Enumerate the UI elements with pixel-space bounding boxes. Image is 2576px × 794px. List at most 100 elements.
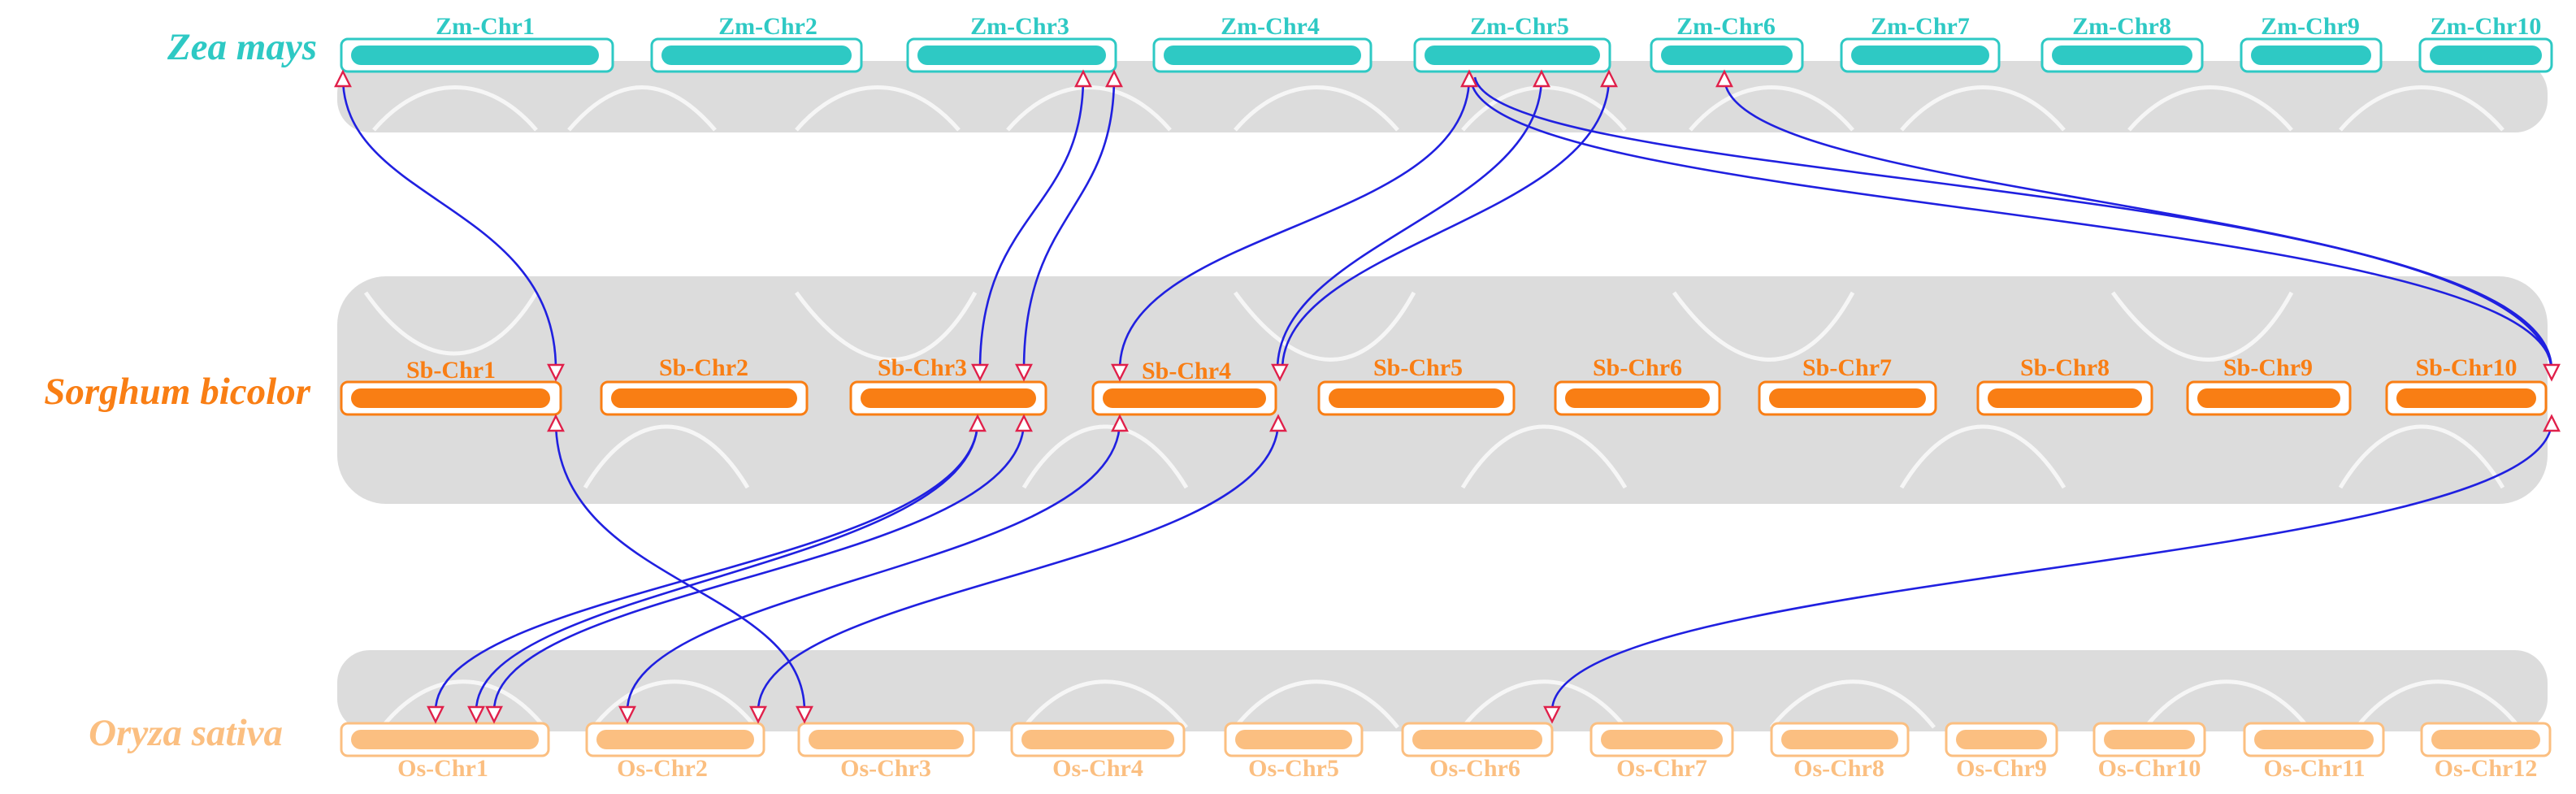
chromosome-label: Zm-Chr8 — [2072, 13, 2171, 40]
gene-marker[interactable] — [1600, 69, 1618, 88]
link-sb-chr4-os-chr2-b[interactable] — [757, 420, 1280, 712]
chromosome-sb-chr3[interactable]: Sb-Chr3 — [849, 354, 1047, 416]
chromosome-os-chr10[interactable]: Os-Chr10 — [2092, 722, 2206, 782]
gene-marker[interactable] — [1111, 363, 1129, 382]
chromosome-sb-chr6[interactable]: Sb-Chr6 — [1554, 354, 1721, 416]
link-zm-chr5-sb-chr10-b[interactable] — [1473, 76, 2553, 371]
chromosome-os-chr4[interactable]: Os-Chr4 — [1010, 722, 1186, 782]
gene-marker[interactable] — [1543, 705, 1561, 724]
link-zm-chr5-sb-chr10-a[interactable] — [1469, 76, 2553, 371]
chromosome-os-chr12[interactable]: Os-Chr12 — [2420, 722, 2552, 782]
chromosome-zm-chr7[interactable]: Zm-Chr7 — [1840, 13, 2001, 73]
chromosome-os-chr11[interactable]: Os-Chr11 — [2243, 722, 2385, 782]
gene-marker[interactable] — [334, 69, 352, 88]
chromosome-label: Sb-Chr5 — [1373, 354, 1463, 381]
gene-marker[interactable] — [2543, 414, 2561, 432]
chromosome-zm-chr5[interactable]: Zm-Chr5 — [1413, 13, 1611, 73]
chromosome-zm-chr8[interactable]: Zm-Chr8 — [2040, 13, 2204, 73]
chromosome-os-chr2[interactable]: Os-Chr2 — [585, 722, 765, 782]
link-zm-chr6-sb-chr10[interactable] — [1723, 76, 2553, 371]
chromosome-label: Zm-Chr9 — [2261, 13, 2360, 40]
chromosome-label: Os-Chr6 — [1429, 755, 1520, 782]
chromosome-os-chr5[interactable]: Os-Chr5 — [1224, 722, 1364, 782]
sorghum-band-texture — [363, 291, 2505, 489]
chromosome-label: Os-Chr11 — [2263, 755, 2365, 782]
gene-marker[interactable] — [1460, 69, 1478, 88]
chromosome-zm-chr1[interactable]: Zm-Chr1 — [340, 13, 614, 73]
chromosome-label: Sb-Chr2 — [659, 354, 748, 381]
chromosome-os-chr3[interactable]: Os-Chr3 — [797, 722, 975, 782]
link-sb-chr3-os-chr1-c[interactable] — [492, 420, 1026, 712]
link-zm-chr1-sb-chr1[interactable] — [341, 76, 557, 371]
gene-marker[interactable] — [547, 414, 565, 432]
gene-marker[interactable] — [1271, 363, 1289, 382]
chromosome-label: Sb-Chr7 — [1802, 354, 1892, 381]
chromosome-sb-chr2[interactable]: Sb-Chr2 — [600, 354, 809, 416]
gene-marker[interactable] — [1105, 69, 1123, 88]
chromosome-label: Zm-Chr3 — [970, 13, 1069, 40]
gene-marker[interactable] — [971, 363, 989, 382]
link-sb-chr4-os-chr2-a[interactable] — [626, 420, 1121, 712]
gene-marker[interactable] — [796, 705, 813, 724]
chromosome-label: Sb-Chr8 — [2020, 354, 2110, 381]
oryza-chromosome-track: Os-Chr1 Os-Chr2 Os-Chr3 Os-Chr4 Os-Chr5 … — [340, 722, 2552, 782]
chromosome-sb-chr5[interactable]: Sb-Chr5 — [1317, 354, 1516, 416]
gene-marker[interactable] — [547, 363, 565, 382]
chromosome-label: Zm-Chr10 — [2431, 13, 2542, 40]
gene-marker[interactable] — [467, 705, 485, 724]
gene-markers — [334, 69, 2561, 724]
chromosome-zm-chr6[interactable]: Zm-Chr6 — [1650, 13, 1804, 73]
chromosome-zm-chr3[interactable]: Zm-Chr3 — [906, 13, 1117, 73]
chromosome-os-chr8[interactable]: Os-Chr8 — [1770, 722, 1910, 782]
gene-marker[interactable] — [1269, 414, 1287, 432]
gene-marker[interactable] — [1015, 414, 1033, 432]
chromosome-os-chr1[interactable]: Os-Chr1 — [340, 722, 550, 782]
species-label-sorghum: Sorghum bicolor — [44, 371, 310, 413]
link-sb-chr3-os-chr1-a[interactable] — [434, 420, 979, 712]
chromosome-label: Zm-Chr5 — [1470, 13, 1569, 40]
gene-marker[interactable] — [2543, 363, 2561, 382]
chromosome-zm-chr4[interactable]: Zm-Chr4 — [1152, 13, 1373, 73]
chromosome-label: Zm-Chr2 — [718, 13, 817, 40]
gene-marker[interactable] — [749, 705, 767, 724]
chromosome-label: Os-Chr2 — [617, 755, 708, 782]
gene-marker[interactable] — [969, 414, 987, 432]
chromosome-sb-chr4[interactable]: Sb-Chr4 — [1091, 358, 1277, 416]
gene-marker[interactable] — [1533, 69, 1550, 88]
gene-marker[interactable] — [1111, 414, 1129, 432]
chromosome-os-chr9[interactable]: Os-Chr9 — [1945, 722, 2058, 782]
chromosome-sb-chr8[interactable]: Sb-Chr8 — [1976, 354, 2153, 416]
chromosome-sb-chr10[interactable]: Sb-Chr10 — [2385, 354, 2548, 416]
link-sb-chr3-os-chr1-b[interactable] — [475, 420, 979, 712]
gene-marker[interactable] — [485, 705, 503, 724]
link-zm-chr5-sb-chr4-b[interactable] — [1276, 76, 1543, 371]
chromosome-zm-chr10[interactable]: Zm-Chr10 — [2418, 13, 2553, 73]
species-label-zea: Zea mays — [167, 26, 317, 68]
chromosome-sb-chr9[interactable]: Sb-Chr9 — [2186, 354, 2352, 416]
link-zm-chr5-sb-chr4-a[interactable] — [1118, 76, 1471, 371]
chromosome-zm-chr9[interactable]: Zm-Chr9 — [2240, 13, 2383, 73]
chromosome-label: Sb-Chr1 — [406, 357, 496, 384]
chromosome-label: Os-Chr1 — [397, 755, 488, 782]
gene-marker[interactable] — [1715, 69, 1733, 88]
link-sb-chr1-os-chr3[interactable] — [554, 420, 806, 712]
gene-marker[interactable] — [618, 705, 636, 724]
gene-marker[interactable] — [1015, 363, 1033, 382]
syntenic-links — [341, 76, 2553, 712]
link-sb-chr10-os-chr6[interactable] — [1550, 420, 2553, 712]
oryza-background-band — [337, 650, 2548, 731]
chromosome-os-chr6[interactable]: Os-Chr6 — [1401, 722, 1554, 782]
gene-marker[interactable] — [1074, 69, 1092, 88]
gene-marker[interactable] — [427, 705, 445, 724]
chromosome-os-chr7[interactable]: Os-Chr7 — [1589, 722, 1734, 782]
zea-chromosome-track: Zm-Chr1 Zm-Chr2 Zm-Chr3 Zm-Chr4 Zm-Chr5 … — [340, 13, 2553, 73]
chromosome-label: Sb-Chr6 — [1593, 354, 1682, 381]
chromosome-sb-chr1[interactable]: Sb-Chr1 — [340, 357, 562, 416]
chromosome-label: Os-Chr5 — [1248, 755, 1339, 782]
chromosome-label: Os-Chr4 — [1052, 755, 1143, 782]
link-zm-chr3-sb-chr3-b[interactable] — [1022, 76, 1116, 371]
chromosome-zm-chr2[interactable]: Zm-Chr2 — [650, 13, 863, 73]
link-zm-chr3-sb-chr3-a[interactable] — [978, 76, 1085, 371]
chromosome-sb-chr7[interactable]: Sb-Chr7 — [1758, 354, 1937, 416]
